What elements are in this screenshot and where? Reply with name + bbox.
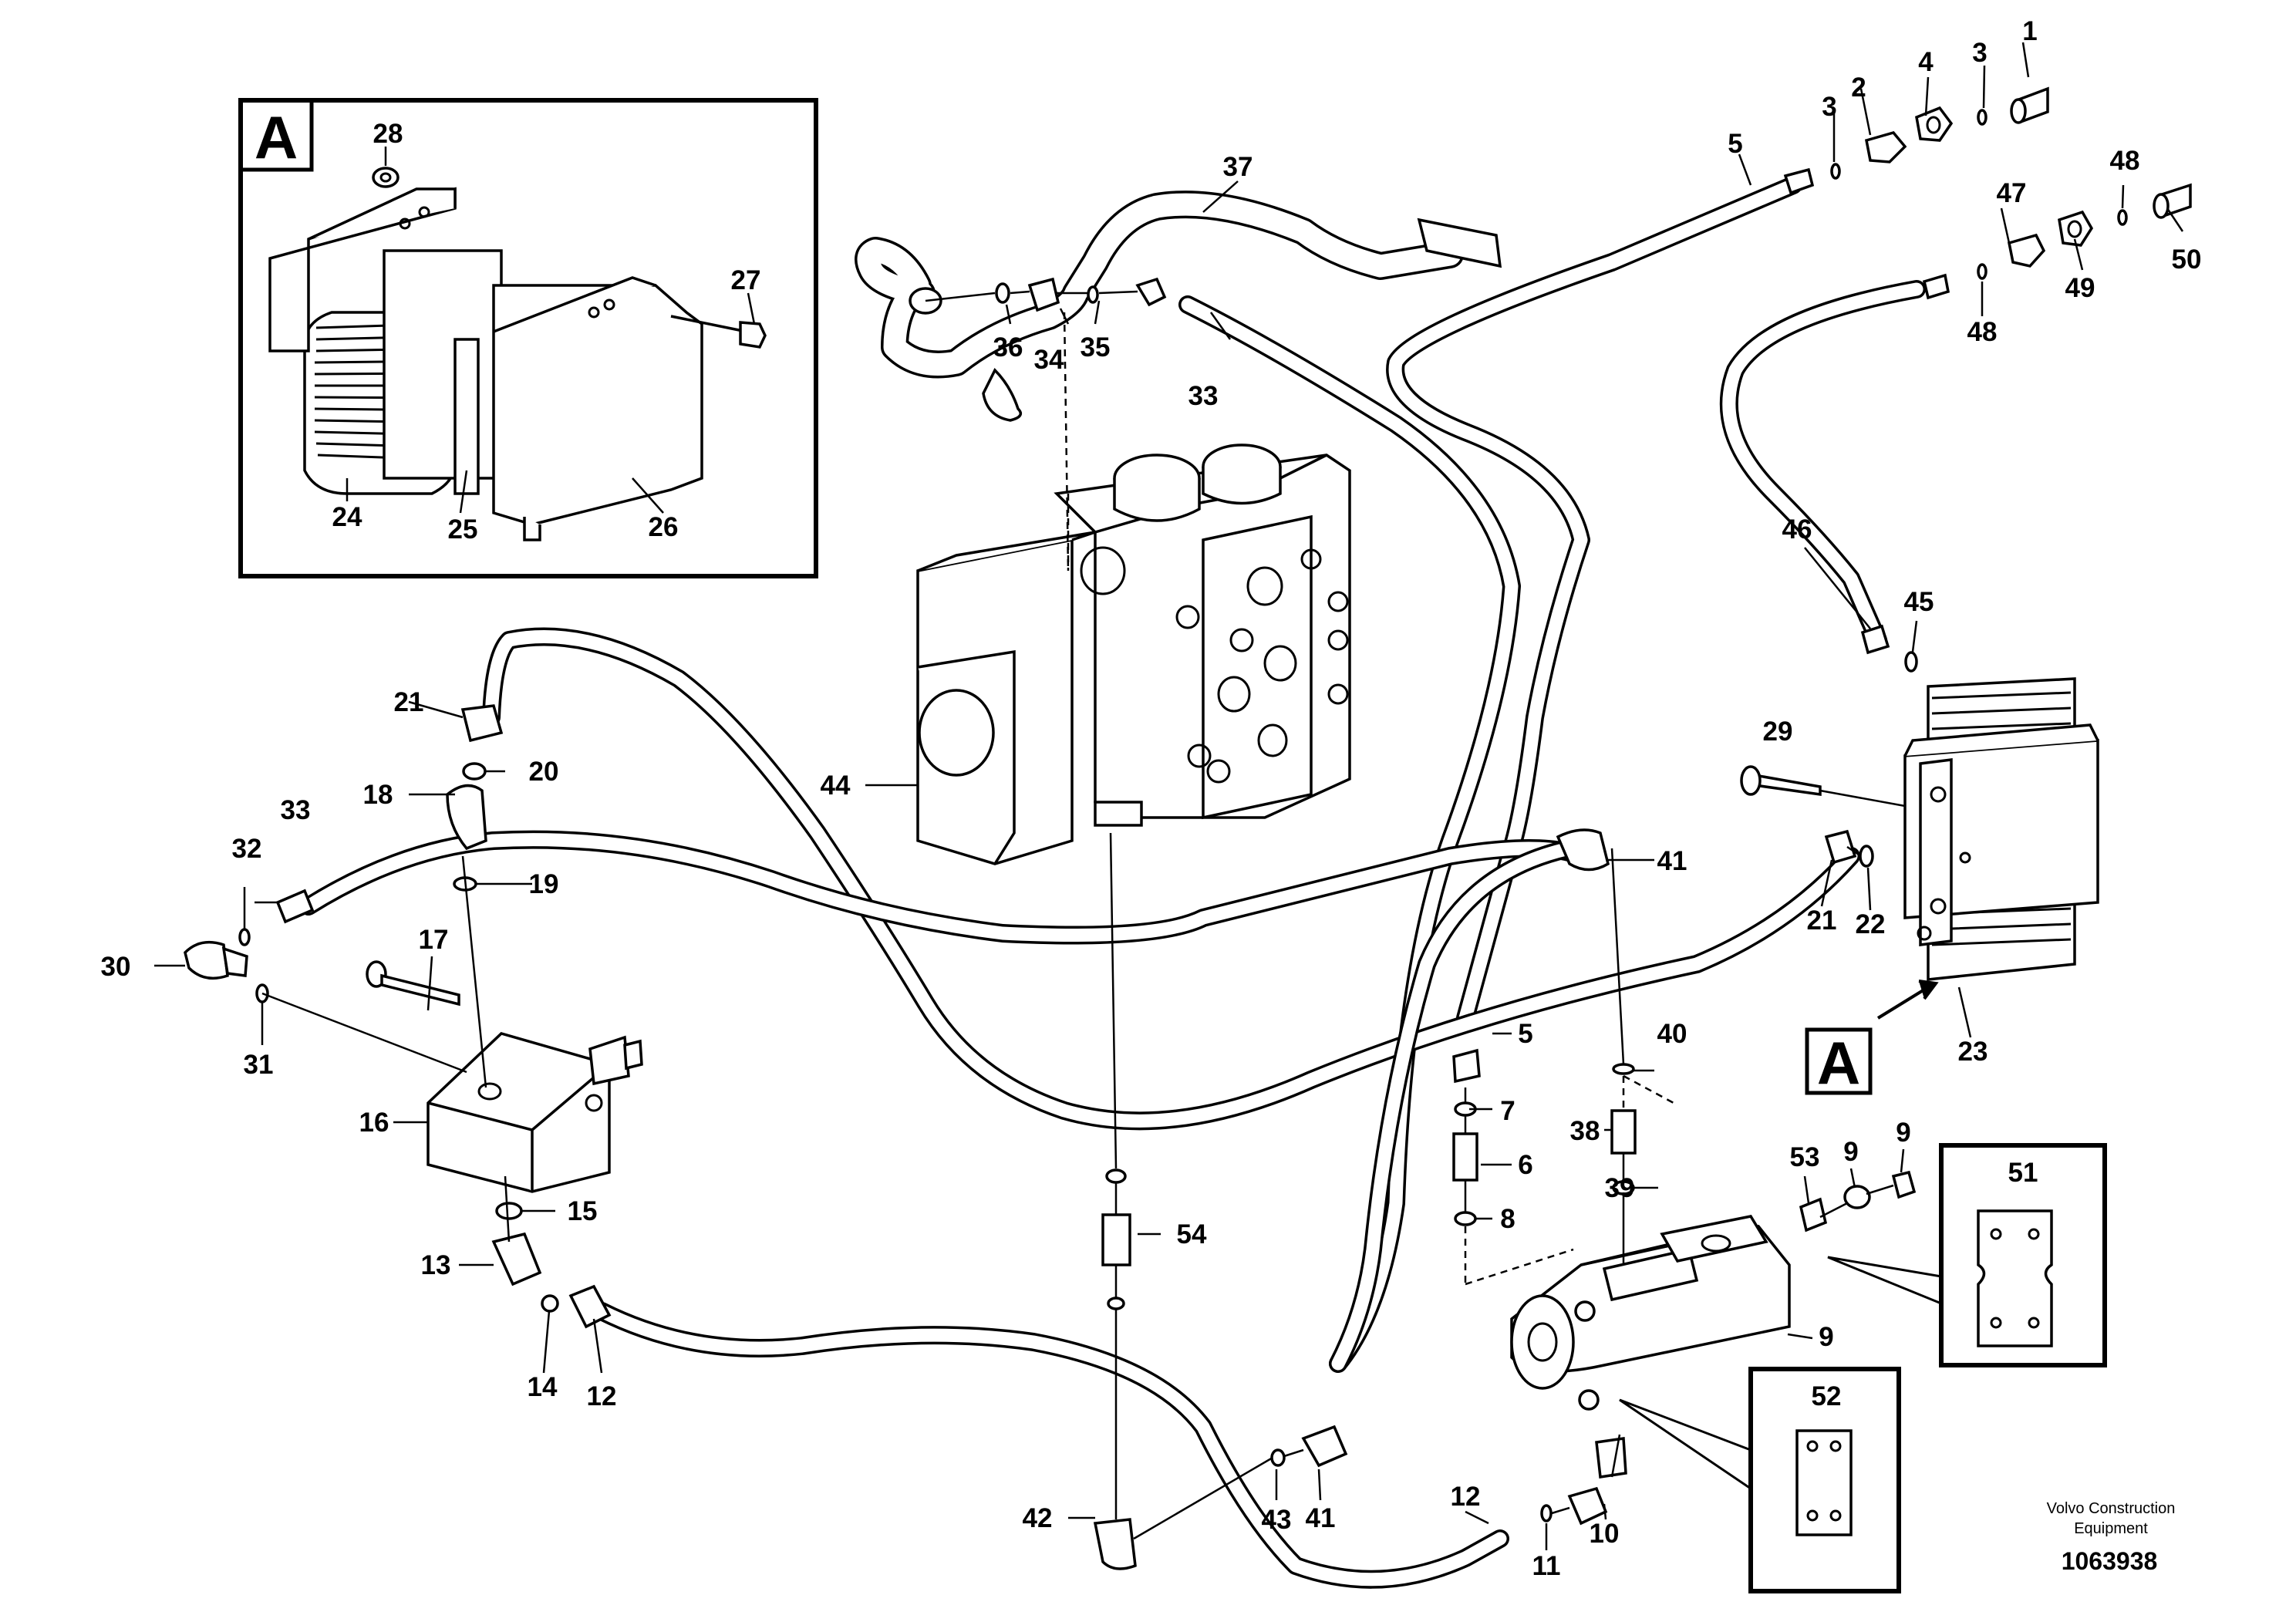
callout-15: 15 — [568, 1196, 598, 1226]
callout-5b: 5 — [1518, 1019, 1532, 1049]
callout-28: 28 — [373, 119, 403, 149]
leader-lines — [154, 42, 2184, 1550]
callout-44: 44 — [821, 771, 851, 801]
callout-46: 46 — [1782, 514, 1812, 545]
callout-21b: 21 — [1807, 905, 1837, 936]
callout-41b: 41 — [1306, 1503, 1336, 1533]
callout-27: 27 — [731, 265, 761, 295]
callout-18: 18 — [363, 780, 393, 810]
callout-21a: 21 — [394, 687, 424, 717]
valve-block — [426, 1032, 643, 1193]
callout-25: 25 — [448, 514, 478, 545]
callout-4: 4 — [1918, 47, 1934, 77]
callout-34: 34 — [1034, 345, 1064, 375]
callout-42: 42 — [1023, 1503, 1053, 1533]
callout-50: 50 — [2172, 244, 2202, 275]
callout-39: 39 — [1605, 1173, 1635, 1203]
callout-5a: 5 — [1728, 129, 1742, 159]
callout-10: 10 — [1590, 1519, 1620, 1549]
callout-9a: 9 — [1819, 1322, 1833, 1352]
callout-8: 8 — [1500, 1204, 1515, 1234]
callout-20: 20 — [529, 757, 559, 787]
callout-52: 52 — [1812, 1381, 1842, 1411]
callout-51: 51 — [2008, 1158, 2038, 1188]
view-marker-label: A — [1817, 1029, 1860, 1097]
callout-19: 19 — [529, 869, 559, 899]
view-label: A — [255, 103, 298, 171]
pump-unit — [1510, 1215, 1791, 1411]
callout-2: 2 — [1851, 73, 1866, 103]
hydraulic-lines — [299, 176, 1926, 1589]
oil-cooler-core — [303, 249, 503, 495]
plate-52-detail — [1619, 1367, 1901, 1593]
callout-33a: 33 — [281, 795, 311, 825]
callout-3a: 3 — [1822, 92, 1836, 122]
callout-35: 35 — [1081, 332, 1111, 363]
callout-17: 17 — [419, 925, 449, 955]
callout-11: 11 — [1532, 1551, 1561, 1581]
callout-6: 6 — [1518, 1150, 1532, 1180]
callout-32: 32 — [232, 834, 262, 864]
callout-49: 49 — [2065, 273, 2095, 303]
callout-13: 13 — [421, 1250, 451, 1280]
callout-37: 37 — [1223, 152, 1253, 182]
callout-41a: 41 — [1657, 846, 1687, 876]
callout-38: 38 — [1570, 1116, 1600, 1146]
callout-54: 54 — [1177, 1219, 1207, 1249]
callout-48a: 48 — [2110, 146, 2140, 176]
callout-1: 1 — [2022, 16, 2037, 46]
callout-31: 31 — [244, 1050, 274, 1080]
callout-12a: 12 — [587, 1381, 617, 1411]
callout-26: 26 — [649, 512, 679, 542]
callout-14: 14 — [528, 1372, 558, 1402]
fittings — [184, 86, 2192, 1570]
callout-48b: 48 — [1967, 317, 1998, 347]
callout-40: 40 — [1657, 1019, 1687, 1049]
callout-24: 24 — [332, 502, 362, 532]
plate-51-detail — [1827, 1143, 2107, 1367]
callout-22: 22 — [1856, 909, 1886, 939]
callout-9c: 9 — [1896, 1118, 1910, 1148]
callout-36: 36 — [993, 332, 1023, 363]
callout-30: 30 — [101, 952, 131, 982]
detail-view-a: A — [238, 98, 818, 578]
cooler-bracket — [268, 187, 703, 541]
callout-3b: 3 — [1972, 38, 1987, 68]
callout-16: 16 — [359, 1108, 389, 1138]
callout-7: 7 — [1500, 1096, 1515, 1126]
callout-29: 29 — [1763, 717, 1793, 747]
callout-43: 43 — [1262, 1505, 1292, 1535]
reference-number: 1063938 — [2062, 1547, 2158, 1575]
credit-line-1: Volvo Construction — [2047, 1500, 2176, 1517]
callout-45: 45 — [1904, 587, 1934, 617]
callout-23: 23 — [1958, 1037, 1988, 1067]
control-valve — [916, 443, 1351, 865]
callout-9b: 9 — [1843, 1137, 1858, 1167]
callout-53: 53 — [1790, 1142, 1820, 1172]
callout-33b: 33 — [1188, 381, 1219, 411]
callout-47: 47 — [1997, 178, 2027, 208]
callout-labels: 1 2 3 3 4 5 5 6 7 8 9 9 9 10 11 12 12 13… — [101, 16, 2202, 1581]
view-label-box — [238, 98, 314, 172]
callout-12b: 12 — [1451, 1482, 1481, 1512]
credit-line-2: Equipment — [2074, 1520, 2148, 1537]
oil-cooler — [1903, 677, 2099, 981]
